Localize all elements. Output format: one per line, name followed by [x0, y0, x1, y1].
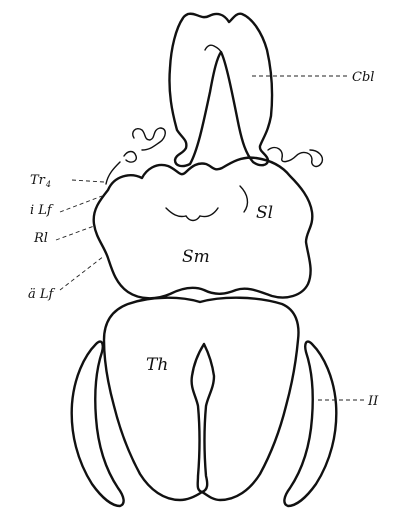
left-lateral-fold-2 — [106, 152, 136, 185]
cerebellum-outline — [169, 14, 271, 166]
medulla-outline — [94, 158, 313, 299]
label-cbl: Cbl — [352, 70, 374, 85]
label-ilf: i Lf — [30, 203, 54, 218]
thalamus-outline — [104, 298, 298, 500]
label-rl: Rl — [33, 231, 48, 246]
label-sl: Sl — [256, 203, 273, 223]
right-crescent — [284, 342, 336, 506]
label-tr4-subscript: 4 — [45, 180, 51, 189]
medulla-notch-right — [200, 208, 218, 217]
sm-sl-boundary — [240, 186, 247, 212]
medulla-central-notch — [186, 216, 200, 221]
rl-leader — [56, 226, 94, 240]
cerebellum-inner-fold — [205, 45, 221, 52]
label-tr4-main: Tr — [30, 173, 46, 188]
third-ventricle — [192, 344, 214, 492]
label-alf: ä Lf — [28, 287, 56, 302]
left-crescent — [72, 342, 124, 506]
label-ii: II — [367, 394, 379, 409]
label-sm: Sm — [182, 247, 210, 267]
label-tr4: Tr4 — [30, 173, 51, 189]
label-th: Th — [146, 355, 168, 375]
medulla-notch-left — [166, 208, 186, 217]
alf-leader — [60, 256, 104, 290]
left-lateral-fold — [133, 128, 166, 150]
tr4-leader — [72, 180, 104, 182]
